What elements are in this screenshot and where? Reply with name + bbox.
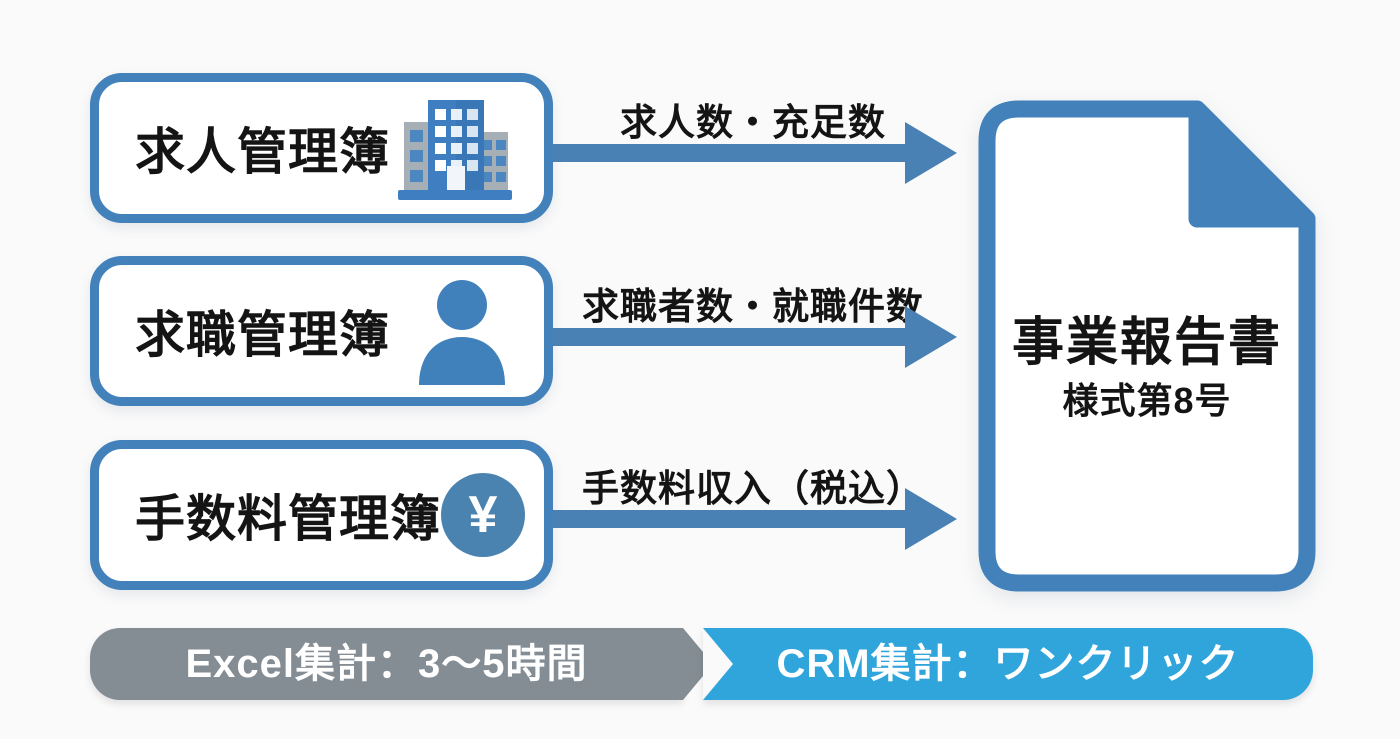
crm-bar-notch: [703, 628, 733, 700]
person-icon: [410, 273, 514, 389]
flow-arrow-shaft: [553, 144, 908, 162]
source-box-job-seekers: 求職管理簿: [90, 256, 553, 406]
source-box-fees: 手数料管理簿 ¥: [90, 440, 553, 590]
flow-arrow-head: [905, 306, 957, 368]
yen-symbol: ¥: [468, 486, 498, 544]
crm-comparison-label: CRM集計：ワンクリック: [776, 642, 1240, 686]
source-box-label: 求職管理簿: [135, 307, 390, 363]
flow-arrow-head: [905, 122, 957, 184]
report-document-shape: [978, 100, 1316, 592]
flow-label-fees: 手数料収入（税込）: [582, 468, 924, 509]
excel-comparison-bar: [90, 628, 683, 700]
folded-corner-icon: [1188, 100, 1316, 228]
flow-label-openings: 求人数・充足数: [620, 102, 886, 143]
crm-comparison-bar: [703, 628, 1313, 700]
yen-icon: ¥: [441, 473, 525, 557]
source-box-label: 手数料管理簿: [135, 491, 441, 547]
report-subtitle: 様式第8号: [1062, 380, 1232, 421]
flow-arrow-shaft: [553, 328, 908, 346]
flow-arrow-head: [905, 488, 957, 550]
flow-arrow-shaft: [553, 510, 908, 528]
building-icon: [396, 94, 514, 202]
source-box-label: 求人管理簿: [135, 124, 390, 180]
source-box-job-openings: 求人管理簿: [90, 73, 553, 223]
flow-label-seekers: 求職者数・就職件数: [582, 286, 924, 327]
report-title: 事業報告書: [1011, 314, 1282, 372]
excel-comparison-label: Excel集計：3〜5時間: [185, 642, 588, 686]
